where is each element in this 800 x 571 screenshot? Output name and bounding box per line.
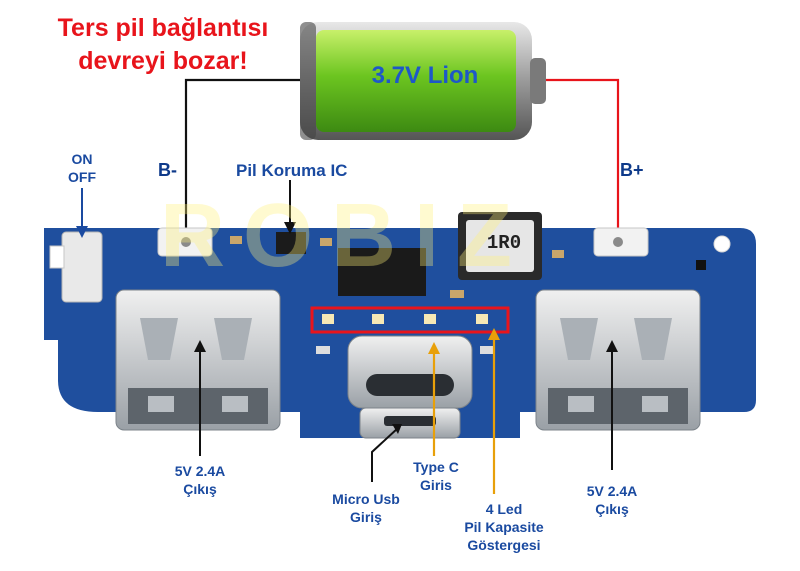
positive-wire <box>546 78 620 238</box>
main-ic-chip <box>338 248 426 296</box>
type-c-label: Type C Giris <box>396 458 476 494</box>
led-indicator-label-line2: Pil Kapasite <box>464 519 544 535</box>
switch-label-on: ON <box>71 151 93 167</box>
type-c-port <box>347 335 473 409</box>
switch-label-off: OFF <box>68 169 96 185</box>
negative-wire <box>184 78 300 238</box>
right-usb-a-port <box>535 289 701 431</box>
warning-text: Ters pil bağlantısı devreyi bozar! <box>28 12 298 78</box>
battery <box>300 22 546 140</box>
right-output-text: Çıkış <box>595 501 629 517</box>
battery-label: 3.7V Lion <box>371 62 479 89</box>
micro-usb-label-line1: Micro Usb <box>332 491 400 507</box>
right-output-rating: 5V 2.4A <box>586 483 638 499</box>
micro-usb-port <box>359 407 461 439</box>
negative-terminal-label: B- <box>158 160 177 180</box>
left-output-label: 5V 2.4A Çıkış <box>150 462 250 498</box>
micro-usb-label-line2: Giriş <box>350 509 382 525</box>
led-indicator-label: 4 Led Pil Kapasite Göstergesi <box>444 500 564 554</box>
battery-positive-cap <box>530 58 546 104</box>
battery-cell <box>316 30 516 132</box>
left-output-text: Çıkış <box>183 481 217 497</box>
led-indicator-label-line1: 4 Led <box>485 501 523 517</box>
protection-ic-label: Pil Koruma IC <box>236 161 348 180</box>
warning-line-1: Ters pil bağlantısı <box>57 14 269 42</box>
warning-line-2: devreyi bozar! <box>78 47 248 75</box>
left-usb-a-port <box>115 289 281 431</box>
positive-terminal-label: B+ <box>620 160 644 180</box>
led-indicator-label-line3: Göstergesi <box>467 537 541 553</box>
right-output-label: 5V 2.4A Çıkış <box>562 482 662 518</box>
switch-label: ON OFF <box>56 150 108 186</box>
mounting-hole <box>713 235 731 253</box>
on-off-switch <box>49 231 103 303</box>
micro-usb-label: Micro Usb Giriş <box>306 490 426 526</box>
type-c-label-line1: Type C <box>413 459 459 475</box>
left-output-rating: 5V 2.4A <box>174 463 226 479</box>
led-highlight-box <box>310 306 510 334</box>
protection-ic-chip <box>276 232 306 254</box>
type-c-label-line2: Giris <box>420 477 452 493</box>
inductor-marking: 1R0 <box>486 232 522 254</box>
watermark: ROBIZ <box>160 186 530 286</box>
